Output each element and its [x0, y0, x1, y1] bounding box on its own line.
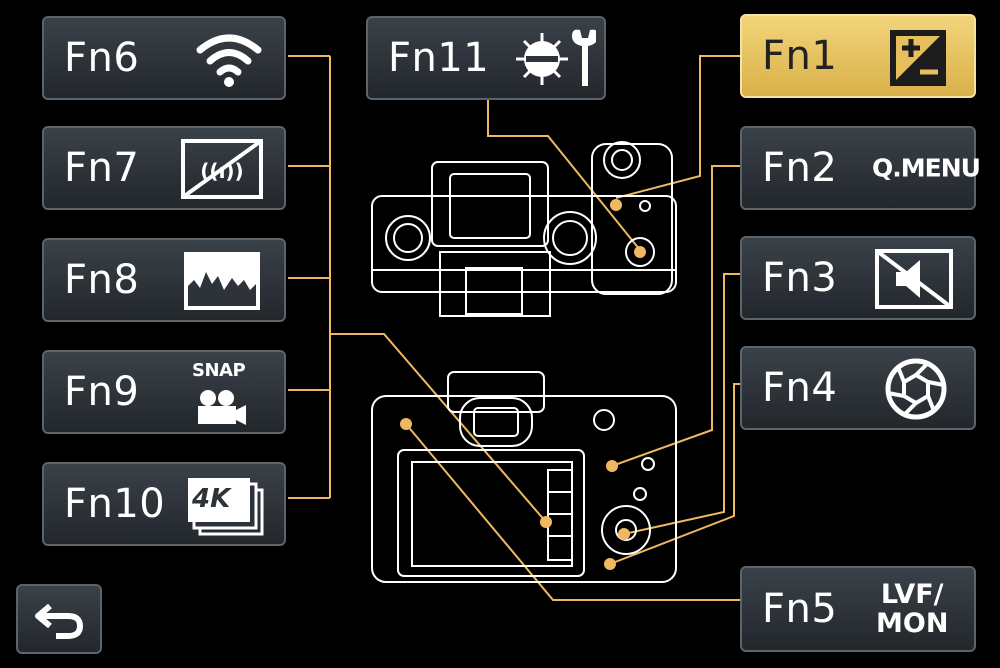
- wifi-icon: [196, 34, 262, 87]
- fn2-label: Fn2: [762, 145, 838, 191]
- fn3-label: Fn3: [762, 255, 838, 301]
- q-menu-icon-text: Q.MENU: [872, 153, 981, 183]
- fn10-label: Fn10: [64, 481, 166, 527]
- fn9-button[interactable]: Fn9 SNAP: [42, 350, 286, 434]
- lvf-text-line2: MON: [876, 608, 949, 639]
- camera-back-view-illustration: [371, 371, 677, 583]
- fn7-button[interactable]: Fn7 ((ı)): [42, 126, 286, 210]
- fn9-label: Fn9: [64, 369, 140, 415]
- svg-text:((ı)): ((ı)): [200, 159, 243, 183]
- fn11-button[interactable]: Fn11: [366, 16, 606, 100]
- mute-icon: [875, 249, 953, 309]
- fn3-button[interactable]: Fn3: [740, 236, 976, 320]
- aperture-icon: [885, 358, 947, 420]
- fn6-button[interactable]: Fn6: [42, 16, 286, 100]
- fn1-button[interactable]: Fn1: [740, 14, 976, 98]
- snap-icon-text: SNAP: [192, 360, 246, 381]
- fn10-button[interactable]: Fn10 4K: [42, 462, 286, 546]
- fn5-label: Fn5: [762, 586, 838, 632]
- left-connector-lines: [288, 55, 740, 601]
- fn8-label: Fn8: [64, 257, 140, 303]
- 4k-icon-text: 4K: [192, 484, 231, 514]
- 4k-photo-icon: [188, 478, 264, 536]
- fn1-label: Fn1: [762, 33, 838, 79]
- silent-mode-icon: ((ı)): [181, 139, 263, 199]
- lvf-text-line1: LVF/: [880, 579, 944, 610]
- return-icon: [35, 603, 84, 639]
- fn8-button[interactable]: Fn8: [42, 238, 286, 322]
- fn4-button[interactable]: Fn4: [740, 346, 976, 430]
- snap-movie-icon: [198, 390, 246, 425]
- histogram-icon: [184, 252, 260, 310]
- fn11-label: Fn11: [388, 35, 490, 81]
- lvf-mon-icon-text: LVF/ MON: [876, 580, 948, 638]
- exposure-compensation-icon: [890, 30, 946, 86]
- fn6-label: Fn6: [64, 35, 140, 81]
- back-button[interactable]: [16, 584, 102, 654]
- camera-top-view-illustration: [371, 141, 677, 317]
- fn2-button[interactable]: Fn2 Q.MENU: [740, 126, 981, 210]
- fn4-label: Fn4: [762, 365, 838, 411]
- white-balance-setup-icon: [516, 29, 596, 86]
- fn5-button[interactable]: Fn5 LVF/ MON: [740, 566, 976, 652]
- fn7-label: Fn7: [64, 145, 140, 191]
